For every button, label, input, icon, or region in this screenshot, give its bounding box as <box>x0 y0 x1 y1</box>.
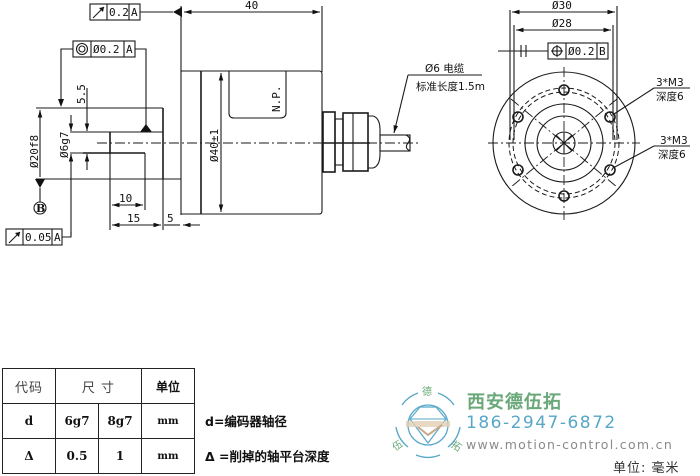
concentricity-frame: Ø0.2 A <box>58 40 152 132</box>
dim-inner-diameter: Ø28 <box>552 17 572 30</box>
nameplate-label: N.P. <box>270 86 283 113</box>
note-shaft-diameter: d=编码器轴径 <box>205 414 287 429</box>
logo-char-left: 伍 <box>390 438 405 454</box>
brand-phone: 186-2947-6872 <box>466 413 617 433</box>
runout-bottom-tolerance: 0.05 <box>25 231 52 244</box>
logo-char-top: 德 <box>422 385 432 398</box>
position-tolerance: Ø0.2 <box>568 45 595 58</box>
encoder-body: Ø40±1 N.P. <box>181 70 323 215</box>
holes-top-thread: 3*M3 <box>656 77 684 89</box>
header-size: 尺 寸 <box>55 368 142 404</box>
dim-pilot-length: 5 <box>167 212 174 225</box>
unit-label: 单位: 毫米 <box>613 461 680 476</box>
cable-label-length: 标准长度1.5m <box>416 80 485 93</box>
dim-outer-diameter: Ø30 <box>552 0 572 12</box>
dim-length-40: 40 <box>245 0 258 12</box>
position-frame: Ø0.2 B <box>498 42 609 60</box>
holes-bottom-thread: 3*M3 <box>660 135 688 147</box>
dim-shaft-length: 15 <box>127 212 140 225</box>
dim-shaft-diameter: Ø6g7 <box>58 132 71 159</box>
datum-b-label: B <box>36 202 45 215</box>
row-value-1: 6g7 <box>55 403 99 439</box>
row-unit: mm <box>141 438 195 474</box>
row-value-2: 1 <box>98 438 142 474</box>
cable-leader: Ø6 电缆 标准长度1.5m <box>393 62 485 134</box>
concentricity-datum: A <box>126 43 133 56</box>
position-icon <box>551 45 563 57</box>
row-code: Δ <box>2 438 56 474</box>
runout-top-tolerance: 0.2 <box>109 6 129 19</box>
brand-name: 西安德伍拓 <box>467 392 562 413</box>
row-value-2: 8g7 <box>98 403 142 439</box>
header-code: 代码 <box>2 368 56 404</box>
brand-logo-icon: 德 伍 拓 <box>390 385 464 459</box>
dim-flat-depth: 5.5 <box>75 84 88 104</box>
row-code: d <box>2 403 56 439</box>
concentricity-tolerance: Ø0.2 <box>93 43 120 56</box>
front-view: Ø30 Ø28 Ø0.2 B <box>488 0 690 220</box>
dim-body-diameter: Ø40±1 <box>208 129 221 162</box>
cable-gland <box>322 111 411 173</box>
header-unit: 单位 <box>141 368 195 404</box>
concentricity-icon <box>75 42 89 56</box>
table-header-row: 代码 尺 寸 单位 <box>2 368 195 404</box>
shaft-spec-table: 代码 尺 寸 单位 d 6g7 8g7 mm Δ 0.5 1 mm <box>2 368 195 474</box>
note-flat-depth: Δ =削掉的轴平台深度 <box>205 449 330 464</box>
dim-flat-length: 10 <box>119 192 132 205</box>
runout-arrow-icon <box>8 231 21 244</box>
holes-bottom-depth: 深度6 <box>658 148 686 161</box>
row-value-1: 0.5 <box>55 438 99 474</box>
runout-top-datum: A <box>131 6 138 19</box>
runout-frame-bottom: 0.05 A <box>5 228 72 246</box>
mounting-holes <box>512 84 616 202</box>
runout-bottom-datum: A <box>54 231 61 244</box>
side-view: 0.2 A 40 Ø0.2 A <box>5 0 485 246</box>
row-unit: mm <box>141 403 195 439</box>
datum-b-circle <box>33 201 47 215</box>
table-row: Δ 0.5 1 mm <box>2 438 195 474</box>
runout-frame-top: 0.2 A <box>89 3 182 21</box>
position-datum: B <box>599 45 606 58</box>
logo-char-right: 拓 <box>449 439 464 455</box>
holes-top-depth: 深度6 <box>656 90 684 103</box>
runout-arrow-icon <box>92 6 105 19</box>
dim-pilot-diameter: Ø20f8 <box>28 135 41 168</box>
table-row: d 6g7 8g7 mm <box>2 403 195 439</box>
brand-url[interactable]: www.motion-control.com.cn <box>466 437 674 452</box>
cable-label-diameter: Ø6 电缆 <box>425 62 465 75</box>
